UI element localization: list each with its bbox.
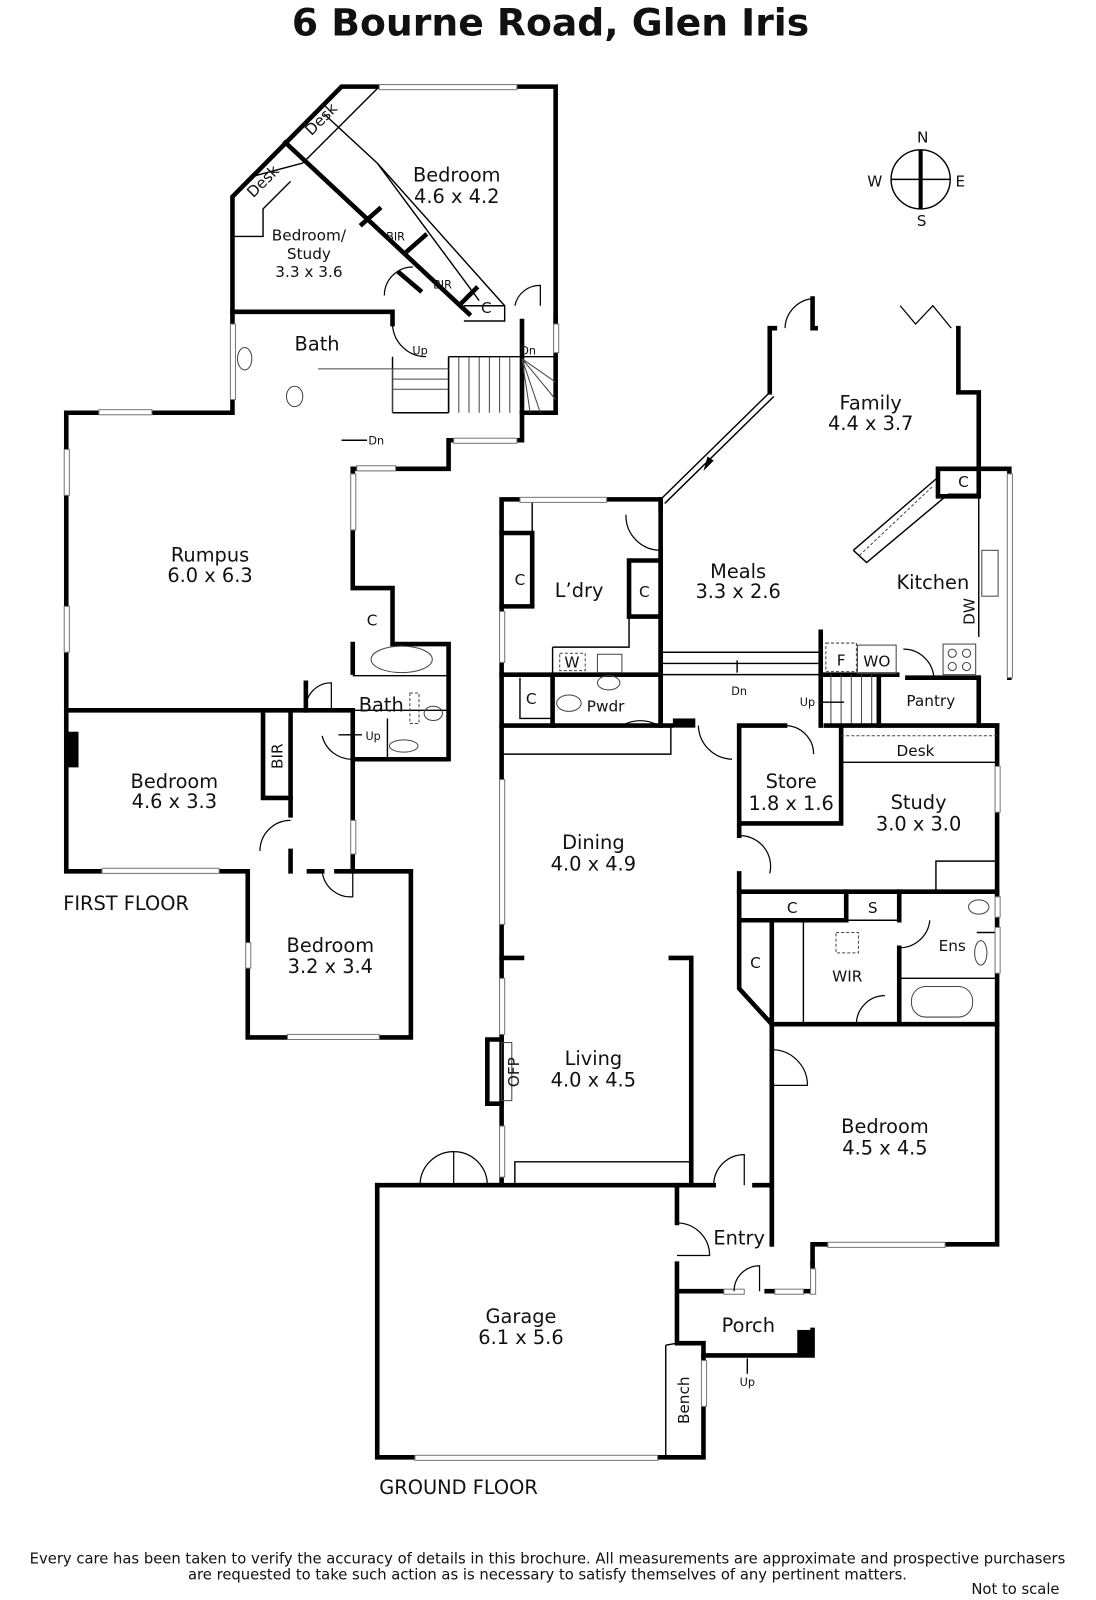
room-size: 6.0 x 6.3 bbox=[167, 564, 252, 587]
stair-up-label: Up bbox=[800, 696, 815, 709]
cupboard-label: C bbox=[958, 473, 969, 491]
room-name: L’dry bbox=[555, 579, 604, 602]
room-name: Bath bbox=[295, 333, 340, 356]
stair-down-label: Dn bbox=[731, 685, 747, 698]
room-name: Study bbox=[891, 791, 947, 814]
room-name: Meals bbox=[710, 560, 766, 583]
room-name: Living bbox=[565, 1047, 623, 1070]
stair-up-label: Up bbox=[412, 345, 427, 358]
room-name: Entry bbox=[713, 1226, 765, 1249]
ground-floor-walls bbox=[374, 296, 1012, 1460]
bir-label: BIR bbox=[386, 231, 405, 244]
room-size: 3.3 x 3.6 bbox=[275, 263, 342, 281]
washer-label: W bbox=[564, 654, 579, 672]
stair-up-label: Up bbox=[365, 730, 380, 743]
room-name: Bedroom bbox=[841, 1115, 929, 1138]
room-name: WIR bbox=[832, 967, 863, 985]
room-size: 3.2 x 3.4 bbox=[288, 955, 373, 978]
bir-label: BIR bbox=[433, 278, 452, 291]
dishwasher-label: DW bbox=[961, 598, 979, 625]
not-to-scale-note: Not to scale bbox=[971, 1581, 1059, 1598]
disclaimer-line-2: are requested to take such action as is … bbox=[188, 1567, 907, 1584]
ground-floor-label: GROUND FLOOR bbox=[379, 1476, 538, 1499]
stair-down-label: Dn bbox=[520, 345, 536, 358]
room-size: 4.6 x 3.3 bbox=[132, 790, 217, 813]
ground-floor-doors bbox=[419, 297, 952, 1292]
room-name: Store bbox=[766, 770, 817, 793]
room-name: Porch bbox=[722, 1314, 775, 1337]
compass-icon: N E S W bbox=[867, 129, 965, 231]
room-name: Family bbox=[840, 392, 902, 415]
cupboard-label: C bbox=[526, 690, 537, 708]
room-size: 4.0 x 4.9 bbox=[551, 852, 636, 875]
room-name: Study bbox=[287, 245, 331, 263]
fridge-label: F bbox=[837, 651, 846, 669]
wall-oven-label: WO bbox=[863, 652, 890, 670]
room-name: Bedroom bbox=[413, 163, 501, 186]
room-name: Rumpus bbox=[171, 544, 249, 567]
room-size: 4.4 x 3.7 bbox=[828, 412, 913, 435]
page-title: 6 Bourne Road, Glen Iris bbox=[292, 1, 809, 45]
room-size: 4.6 x 4.2 bbox=[414, 185, 499, 208]
first-floor-windows bbox=[63, 84, 560, 1040]
room-name: Ens bbox=[939, 937, 966, 955]
fireplace-label: OFP bbox=[505, 1057, 523, 1087]
compass-west: W bbox=[867, 172, 882, 190]
room-name: Garage bbox=[486, 1305, 557, 1328]
room-name: Dining bbox=[562, 831, 625, 854]
desk-label: Desk bbox=[897, 742, 935, 760]
room-name: Bath bbox=[359, 693, 404, 716]
cupboard-label: C bbox=[787, 899, 798, 917]
room-name: Bedroom bbox=[131, 770, 219, 793]
room-size: 1.8 x 1.6 bbox=[748, 792, 833, 815]
disclaimer-line-1: Every care has been taken to verify the … bbox=[30, 1550, 1066, 1567]
compass-east: E bbox=[956, 172, 966, 190]
room-size: 6.1 x 5.6 bbox=[478, 1326, 563, 1349]
first-floor-doors bbox=[237, 266, 541, 898]
room-size: 3.3 x 2.6 bbox=[695, 580, 780, 603]
stair-down-label: Dn bbox=[368, 434, 384, 447]
room-name: Pantry bbox=[906, 692, 955, 710]
cupboard-label: C bbox=[481, 299, 492, 317]
porch-up-label: Up bbox=[740, 1376, 755, 1389]
room-name: Kitchen bbox=[896, 571, 969, 594]
room-size: 4.0 x 4.5 bbox=[551, 1068, 636, 1091]
desk-label: Desk bbox=[301, 99, 341, 139]
cupboard-label: C bbox=[750, 954, 761, 972]
room-size: 3.0 x 3.0 bbox=[876, 813, 961, 836]
ground-floor-windows bbox=[414, 473, 1013, 1461]
compass-south: S bbox=[917, 212, 927, 230]
cupboard-label: C bbox=[515, 571, 526, 589]
cupboard-label: C bbox=[367, 612, 378, 630]
shelves-label: S bbox=[868, 899, 878, 917]
room-name: Pwdr bbox=[587, 697, 625, 715]
cupboard-label: C bbox=[639, 583, 650, 601]
room-name: Bedroom/ bbox=[272, 227, 347, 245]
first-floor-label: FIRST FLOOR bbox=[63, 892, 189, 915]
compass-north: N bbox=[917, 129, 928, 147]
bir-label: BIR bbox=[268, 743, 286, 769]
bench-label: Bench bbox=[675, 1376, 693, 1424]
room-size: 4.5 x 4.5 bbox=[842, 1137, 927, 1160]
room-name: Bedroom bbox=[287, 934, 375, 957]
